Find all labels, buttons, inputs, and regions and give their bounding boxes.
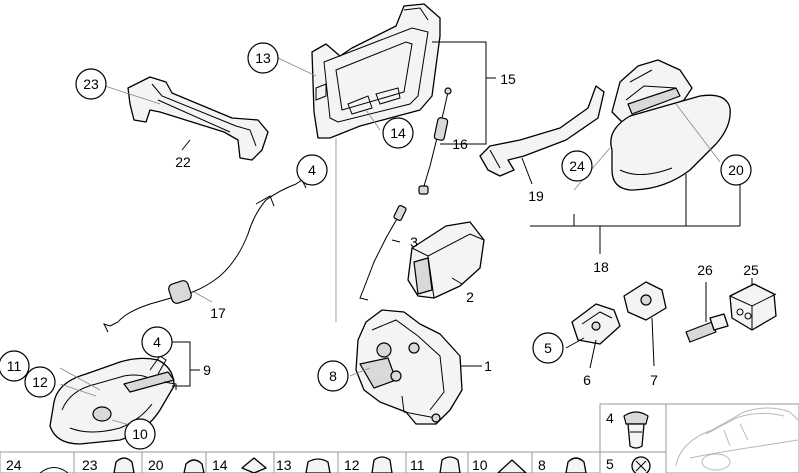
x-clip-icon [631, 456, 651, 473]
inset-number-5: 5 [606, 456, 614, 472]
part-striker-clip [571, 303, 621, 345]
callout-15: 15 [500, 71, 516, 87]
callout-4-cable: 4 [296, 154, 328, 186]
callout-22: 22 [175, 154, 191, 170]
part-inner-handle [49, 355, 177, 445]
part-door-rod [359, 205, 407, 301]
part-handle-trim [479, 85, 605, 177]
callout-7: 7 [650, 372, 658, 388]
callout-13: 13 [247, 42, 279, 74]
callout-25: 25 [743, 262, 759, 278]
clip-grommet-icon [623, 411, 649, 449]
callout-20: 20 [720, 154, 752, 186]
strip-cell-12: 12 [344, 452, 407, 473]
strip-cell-10: 10 [472, 452, 533, 473]
strip-cell-11: 11 [410, 452, 469, 473]
part-outer-door-handle [610, 59, 731, 191]
svg-text:11: 11 [410, 457, 425, 473]
callout-6: 6 [583, 372, 591, 388]
strip-cell-24: 24 [6, 452, 75, 473]
strip-cell-13: 13 [276, 452, 339, 473]
svg-text:12: 12 [32, 374, 48, 390]
callout-19: 19 [528, 188, 544, 204]
callout-24: 24 [561, 150, 593, 182]
svg-text:10: 10 [472, 457, 488, 473]
svg-text:23: 23 [83, 76, 99, 92]
callout-9: 9 [203, 362, 211, 378]
callout-14: 14 [382, 117, 414, 149]
part-door-lock [355, 309, 463, 425]
callout-4-handle: 4 [141, 326, 173, 358]
strip-cell-20: 20 [148, 452, 207, 473]
callout-12: 12 [24, 366, 56, 398]
part-lock-rod [418, 87, 452, 195]
svg-text:13: 13 [276, 457, 292, 473]
strip-cell-23: 23 [82, 452, 143, 473]
svg-text:8: 8 [329, 368, 337, 384]
callout-26: 26 [697, 262, 713, 278]
callout-2: 2 [466, 289, 474, 305]
callout-8: 8 [317, 360, 349, 392]
svg-text:24: 24 [6, 457, 22, 473]
part-cover-cap [623, 281, 667, 321]
svg-text:23: 23 [82, 457, 98, 473]
leader-lines [59, 41, 753, 429]
svg-text:10: 10 [132, 426, 148, 442]
svg-text:14: 14 [212, 457, 228, 473]
callout-1: 1 [484, 358, 492, 374]
part-plug-connector [729, 283, 777, 331]
svg-text:20: 20 [148, 457, 164, 473]
callout-3: 3 [410, 234, 418, 250]
callout-17: 17 [210, 305, 226, 321]
svg-text:4: 4 [153, 334, 161, 350]
part-holder-bracket [127, 76, 269, 161]
callout-10: 10 [124, 418, 156, 450]
car-silhouette-icon [675, 407, 799, 471]
callout-5: 5 [532, 332, 564, 364]
svg-text:8: 8 [538, 457, 546, 473]
inset-panel: 4 5 [599, 403, 799, 473]
part-lock-actuator [407, 221, 485, 299]
svg-text:11: 11 [7, 358, 22, 374]
callout-16: 16 [452, 136, 468, 152]
part-screw-pin [685, 313, 729, 343]
callout-23: 23 [75, 68, 107, 100]
part-door-frame [311, 3, 441, 139]
svg-text:13: 13 [255, 50, 271, 66]
strip-cell-14: 14 [212, 452, 275, 473]
svg-text:14: 14 [390, 125, 406, 141]
svg-text:24: 24 [569, 158, 585, 174]
bottom-parts-strip: 24 23 20 14 13 12 11 [0, 451, 601, 473]
svg-text:20: 20 [728, 162, 744, 178]
svg-text:12: 12 [344, 457, 360, 473]
svg-text:4: 4 [308, 162, 316, 178]
inset-number-4: 4 [606, 410, 614, 426]
callout-11: 11 [0, 350, 30, 382]
part-bowden-cable [103, 179, 307, 333]
callout-18: 18 [593, 259, 609, 275]
strip-cell-8: 8 [538, 457, 587, 473]
svg-text:5: 5 [544, 340, 552, 356]
